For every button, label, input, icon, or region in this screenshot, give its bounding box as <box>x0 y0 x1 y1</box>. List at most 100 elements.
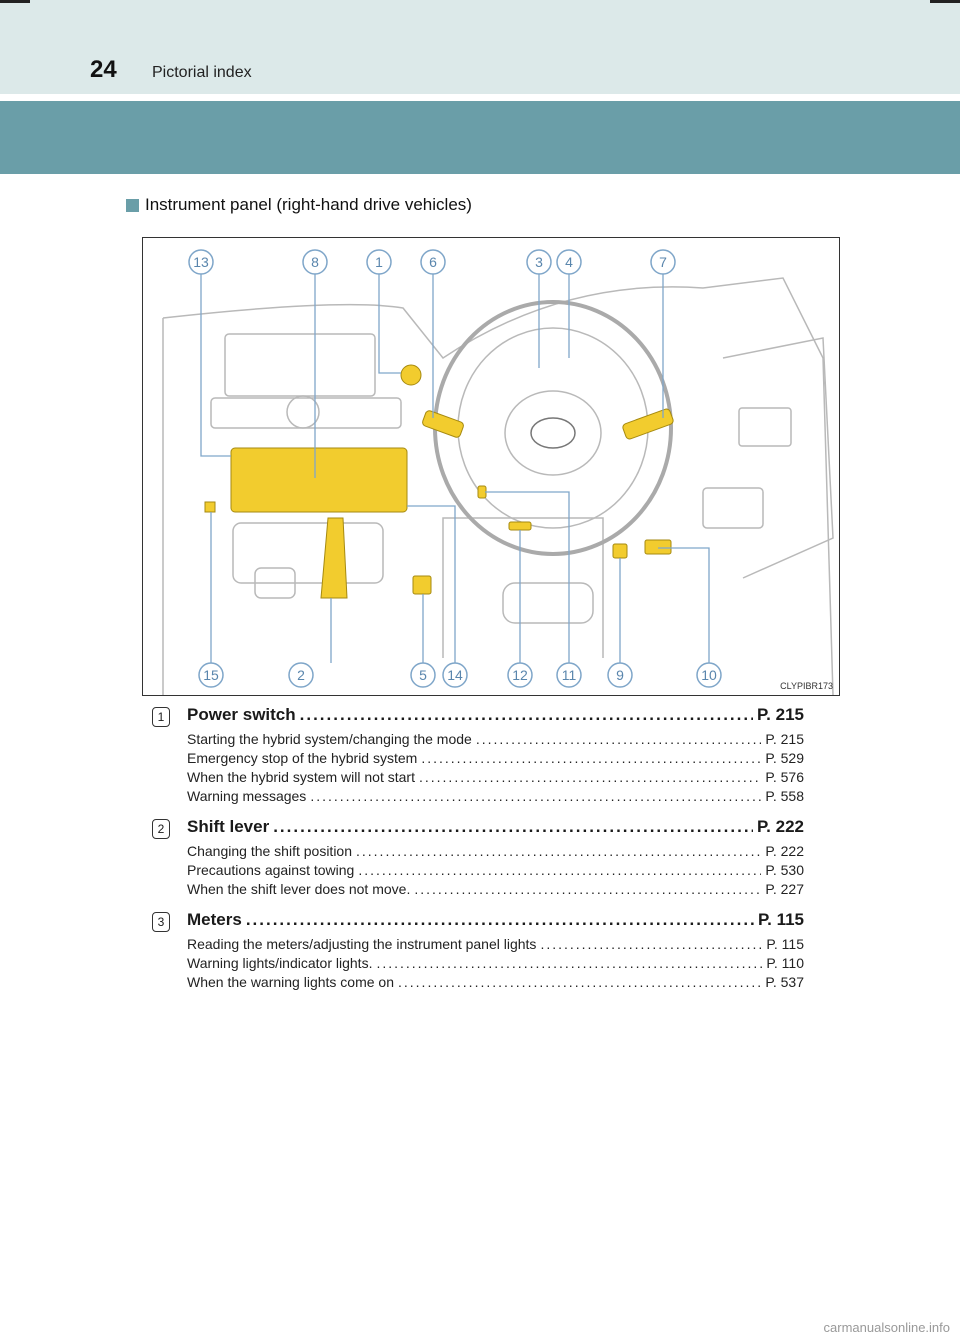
callout-circle-4 <box>556 249 582 275</box>
left-lever <box>422 410 464 438</box>
subitem-page-ref[interactable]: P. 530 <box>765 862 804 878</box>
parking-brake <box>412 575 432 595</box>
entry-number-badge: 1 <box>152 707 170 727</box>
callout-circle-1 <box>366 249 392 275</box>
callout-label-2: 2 <box>297 667 305 683</box>
bullet-square-icon <box>126 198 139 212</box>
callout-label-15: 15 <box>203 667 219 683</box>
callout-line-11 <box>485 491 570 663</box>
subitem-text: Reading the meters/adjusting the instrum… <box>187 936 537 952</box>
callout-line-1 <box>378 274 401 374</box>
subitem-text: Starting the hybrid system/changing the … <box>187 731 472 747</box>
subitem-text: Precautions against towing <box>187 862 355 878</box>
callout-label-9: 9 <box>616 667 624 683</box>
entry-number-badge: 2 <box>152 819 170 839</box>
entry-subitem-row: When the warning lights come onP. 537 <box>187 974 804 993</box>
entry-subitem-row: Emergency stop of the hybrid system P. 52… <box>187 750 804 769</box>
subitem-page-ref[interactable]: P. 115 <box>766 936 804 952</box>
brake-pedal <box>502 582 594 624</box>
callout-line-10 <box>658 547 710 663</box>
entry-subitem-row: Warning messagesP. 558 <box>187 788 804 807</box>
callout-circle-11 <box>556 662 582 688</box>
steering-wheel-inner <box>457 327 649 529</box>
callout-circle-13 <box>188 249 214 275</box>
entry-subitem-row: Warning lights/indicator lights.P. 110 <box>187 955 804 974</box>
dot-leader <box>246 910 754 930</box>
callout-line-14 <box>407 505 456 663</box>
fuel-lid-opener <box>644 539 672 555</box>
dot-leader <box>300 705 753 725</box>
entry-title-row: Shift lever P. 222 <box>187 817 804 843</box>
callout-label-3: 3 <box>535 254 543 270</box>
callout-line-13 <box>200 274 231 457</box>
callout-label-5: 5 <box>419 667 427 683</box>
entry-page-ref[interactable]: P. 222 <box>757 817 804 836</box>
entry-page-ref[interactable]: P. 115 <box>757 910 804 929</box>
footer-watermark: carmanualsonline.info <box>823 1320 950 1335</box>
entry-subitem-row: Changing the shift position P. 222 <box>187 843 804 862</box>
upper-vents <box>210 397 402 429</box>
callout-circle-7 <box>650 249 676 275</box>
subitem-text: Changing the shift position <box>187 843 352 859</box>
callout-circle-2 <box>288 662 314 688</box>
subitem-page-ref[interactable]: P. 215 <box>765 731 804 747</box>
display-screen <box>224 333 376 397</box>
knee-panel <box>702 487 764 529</box>
entry-title-row: Power switch P. 215 <box>187 705 804 731</box>
right-lever <box>622 408 674 440</box>
subitem-text: When the hybrid system will not start <box>187 769 415 785</box>
subitem-text: Emergency stop of the hybrid system <box>187 750 418 766</box>
crop-mark-left <box>0 0 30 3</box>
steering-hub <box>504 390 602 476</box>
callout-circle-15 <box>198 662 224 688</box>
entry-subitem-row: When the shift lever does not move.P. 22… <box>187 881 804 900</box>
crop-mark-right <box>930 0 960 3</box>
power-switch <box>400 364 422 386</box>
subitem-page-ref[interactable]: P. 227 <box>765 881 804 897</box>
entry-number-badge: 3 <box>152 912 170 932</box>
subitem-page-ref[interactable]: P. 576 <box>765 769 804 785</box>
shift-lever <box>320 517 348 599</box>
subitem-page-ref[interactable]: P. 537 <box>765 974 804 990</box>
dot-leader <box>421 750 761 766</box>
callout-circle-6 <box>420 249 446 275</box>
dot-leader <box>310 788 761 804</box>
dot-leader <box>398 974 761 990</box>
callout-label-6: 6 <box>429 254 437 270</box>
callout-circle-10 <box>696 662 722 688</box>
callout-circle-5 <box>410 662 436 688</box>
entry-subitem-row: Precautions against towing P. 530 <box>187 862 804 881</box>
header-band <box>0 0 960 94</box>
dot-leader <box>476 731 762 747</box>
lexus-emblem-icon <box>530 417 576 449</box>
subitem-page-ref[interactable]: P. 529 <box>765 750 804 766</box>
dot-leader <box>540 936 762 952</box>
subitem-page-ref[interactable]: P. 110 <box>766 955 804 971</box>
dash-outline <box>162 277 834 695</box>
section-heading-text: Instrument panel (right-hand drive vehic… <box>145 195 472 214</box>
entry-title: Power switch <box>187 705 296 724</box>
entry-title: Shift lever <box>187 817 270 836</box>
door-panel <box>722 337 834 579</box>
callout-label-10: 10 <box>701 667 717 683</box>
rear-sunshade-switch <box>204 501 216 513</box>
entry-page-ref[interactable]: P. 215 <box>757 705 804 724</box>
subitem-page-ref[interactable]: P. 558 <box>765 788 804 804</box>
tilt-lever <box>508 521 532 531</box>
subitem-page-ref[interactable]: P. 222 <box>765 843 804 859</box>
callout-label-8: 8 <box>311 254 319 270</box>
dot-leader <box>358 862 761 878</box>
entry-title: Meters <box>187 910 242 929</box>
entry-subitem-row: When the hybrid system will not start P. … <box>187 769 804 788</box>
entry-title-row: Meters P. 115 <box>187 910 804 936</box>
callout-label-4: 4 <box>565 254 573 270</box>
header-title: Pictorial index <box>152 64 252 81</box>
callout-label-7: 7 <box>659 254 667 270</box>
